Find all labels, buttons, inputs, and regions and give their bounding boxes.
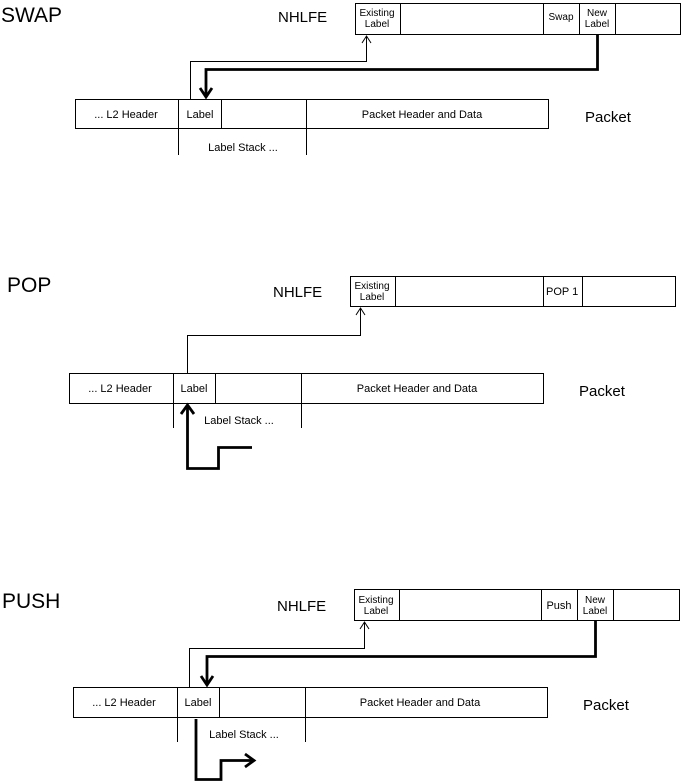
pop-lookup-arrow xyxy=(187,308,361,373)
push-section: PUSH NHLFE Existing Label Push New Label… xyxy=(2,589,680,781)
swap-existing-label-line1: Existing xyxy=(359,8,394,19)
swap-l2-header: ... L2 Header xyxy=(94,109,158,121)
push-label-stack: Label Stack ... xyxy=(209,729,279,741)
pop-lookup-arrowhead xyxy=(355,307,366,316)
pop-remove-arrow xyxy=(186,405,252,470)
push-packet-label: Packet xyxy=(583,697,630,714)
pop-remove-arrowhead xyxy=(179,402,196,415)
pop-nhlfe-table: Existing Label POP 1 xyxy=(350,276,676,307)
pop-title: POP xyxy=(7,274,51,297)
push-new-label-line2: Label xyxy=(583,606,607,617)
pop-nhlfe-outline xyxy=(350,276,676,307)
push-new-label-line1: New xyxy=(585,595,606,606)
swap-packet: ... L2 Header Label Packet Header and Da… xyxy=(75,99,549,155)
pop-nhlfe-label: NHLFE xyxy=(273,284,322,301)
swap-title: SWAP xyxy=(1,4,62,27)
swap-new-label-line2: Label xyxy=(585,19,609,30)
push-existing-label-line1: Existing xyxy=(358,595,393,606)
push-title: PUSH xyxy=(2,590,60,613)
push-op-label: Push xyxy=(546,600,571,612)
swap-lookup-arrowhead xyxy=(361,35,372,44)
swap-lookup-arrow xyxy=(190,36,367,99)
push-nhlfe-outline xyxy=(354,589,680,621)
pop-op-label: POP 1 xyxy=(546,286,578,298)
push-nhlfe-label: NHLFE xyxy=(277,598,326,615)
pop-l2-header: ... L2 Header xyxy=(88,383,152,395)
swap-nhlfe-label: NHLFE xyxy=(278,9,327,26)
push-nhlfe-table: Existing Label Push New Label xyxy=(354,589,680,621)
swap-packet-header: Packet Header and Data xyxy=(362,109,483,121)
swap-op-label: Swap xyxy=(548,12,573,23)
pop-packet-outline xyxy=(69,373,544,404)
pop-label-cell: Label xyxy=(181,383,208,395)
swap-existing-label-line2: Label xyxy=(365,19,389,30)
swap-packet-label: Packet xyxy=(585,109,632,126)
push-packet-header: Packet Header and Data xyxy=(360,697,481,709)
swap-nhlfe-table: Existing Label Swap New Label xyxy=(355,3,681,35)
push-packet: ... L2 Header Label Packet Header and Da… xyxy=(73,687,548,742)
swap-label-stack: Label Stack ... xyxy=(208,142,278,154)
push-existing-label-line2: Label xyxy=(364,606,388,617)
swap-replace-arrowhead xyxy=(198,87,214,100)
swap-replace-arrow xyxy=(204,34,599,97)
push-stack-arrow xyxy=(194,719,254,781)
push-insert-arrowhead xyxy=(199,675,215,688)
pop-existing-label-line2: Label xyxy=(360,292,384,303)
swap-packet-outline xyxy=(75,99,549,129)
swap-section: SWAP NHLFE Existing Label Swap New Label… xyxy=(1,3,681,155)
push-label-cell: Label xyxy=(185,697,212,709)
push-insert-arrow xyxy=(205,620,597,685)
push-lookup-arrowhead xyxy=(359,621,370,630)
push-lookup-arrow xyxy=(189,622,365,687)
push-packet-outline xyxy=(73,687,548,718)
swap-new-label-line1: New xyxy=(587,8,608,19)
push-l2-header: ... L2 Header xyxy=(92,697,156,709)
pop-packet-label: Packet xyxy=(579,383,626,400)
swap-nhlfe-outline xyxy=(355,3,681,35)
swap-label-cell: Label xyxy=(187,109,214,121)
pop-section: POP NHLFE Existing Label POP 1 ... L2 He… xyxy=(7,274,676,470)
pop-packet-header: Packet Header and Data xyxy=(357,383,478,395)
push-stack-arrowhead xyxy=(244,752,257,769)
pop-packet: ... L2 Header Label Packet Header and Da… xyxy=(69,373,544,428)
pop-label-stack: Label Stack ... xyxy=(204,415,274,427)
pop-existing-label-line1: Existing xyxy=(354,281,389,292)
